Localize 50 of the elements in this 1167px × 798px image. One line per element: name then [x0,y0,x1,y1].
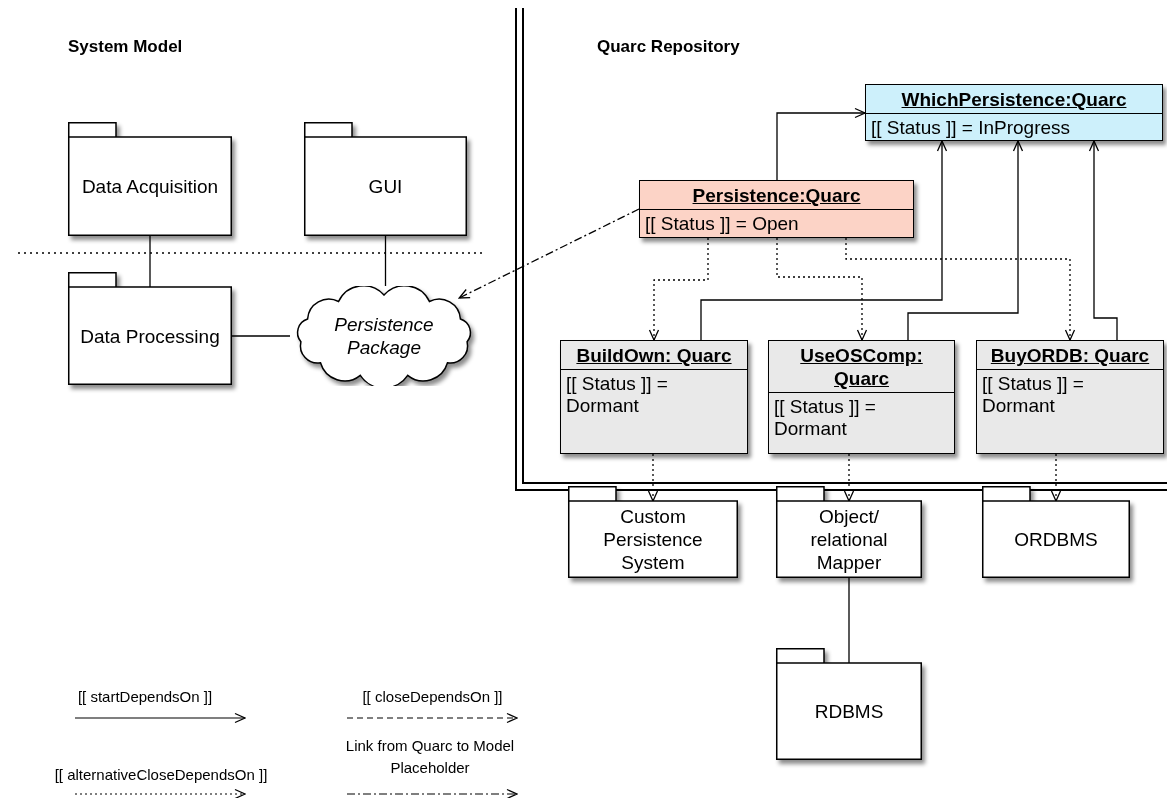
quarc-box [560,340,748,454]
legend-label: [[ closeDependsOn ]] [361,687,504,707]
status-text: [[ Status ]] = Open [644,212,800,236]
arrow [845,237,1076,341]
status-text: [[ Status ]] = Dormant [773,395,877,441]
arrow [647,453,659,502]
quarc-box [865,84,1163,141]
placeholder-name: Persistence Package [333,313,435,359]
status-text: [[ Status ]] = InProgress [870,116,1072,140]
package-name: Data Acquisition [81,175,219,198]
connector-line [231,335,291,337]
quarc-name: UseOSComp: Quarc [769,341,954,393]
arrow [776,107,866,181]
quarc-name: BuyORDB: Quarc [977,341,1163,370]
package-name: Data Processing [80,324,220,348]
quarc-box [639,180,914,238]
arrow [843,453,855,502]
package-box [304,122,467,236]
quarc-name: WhichPersistence:Quarc [866,85,1162,114]
package-box [68,122,232,236]
quarc-name: BuildOwn: Quarc [561,341,747,370]
arrow [1050,453,1062,502]
quarc-box [976,340,1164,454]
package-name: ORDBMS [1014,528,1098,551]
package-box [776,486,922,578]
connector-line [848,577,850,664]
arrow [907,140,1024,341]
package-name: Custom Persistence System [602,505,704,574]
package-box [68,272,232,385]
arrow [458,208,640,299]
arrow [1088,140,1118,341]
status-text: [[ Status ]] = Dormant [565,372,669,418]
package-box [982,486,1130,578]
section-heading: System Model [68,37,183,57]
arrow [776,237,868,341]
legend-label: [[ startDependsOn ]] [76,687,214,707]
quarc-name: Persistence:Quarc [640,181,913,210]
quarc-box [768,340,955,454]
package-name: RDBMS [814,700,884,723]
legend-label: [[ alternativeCloseDependsOn ]] [53,765,269,785]
legend-label: Link from Quarc to Model Placeholder [344,736,516,778]
package-box [776,648,922,760]
arrow [700,140,948,341]
section-heading: Quarc Repository [597,37,740,57]
package-box [568,486,738,578]
package-name: Object/ relational Mapper [809,505,889,574]
arrow [648,237,709,341]
status-text: [[ Status ]] = Dormant [981,372,1085,418]
connector-line [149,235,151,288]
package-name: GUI [368,175,403,198]
